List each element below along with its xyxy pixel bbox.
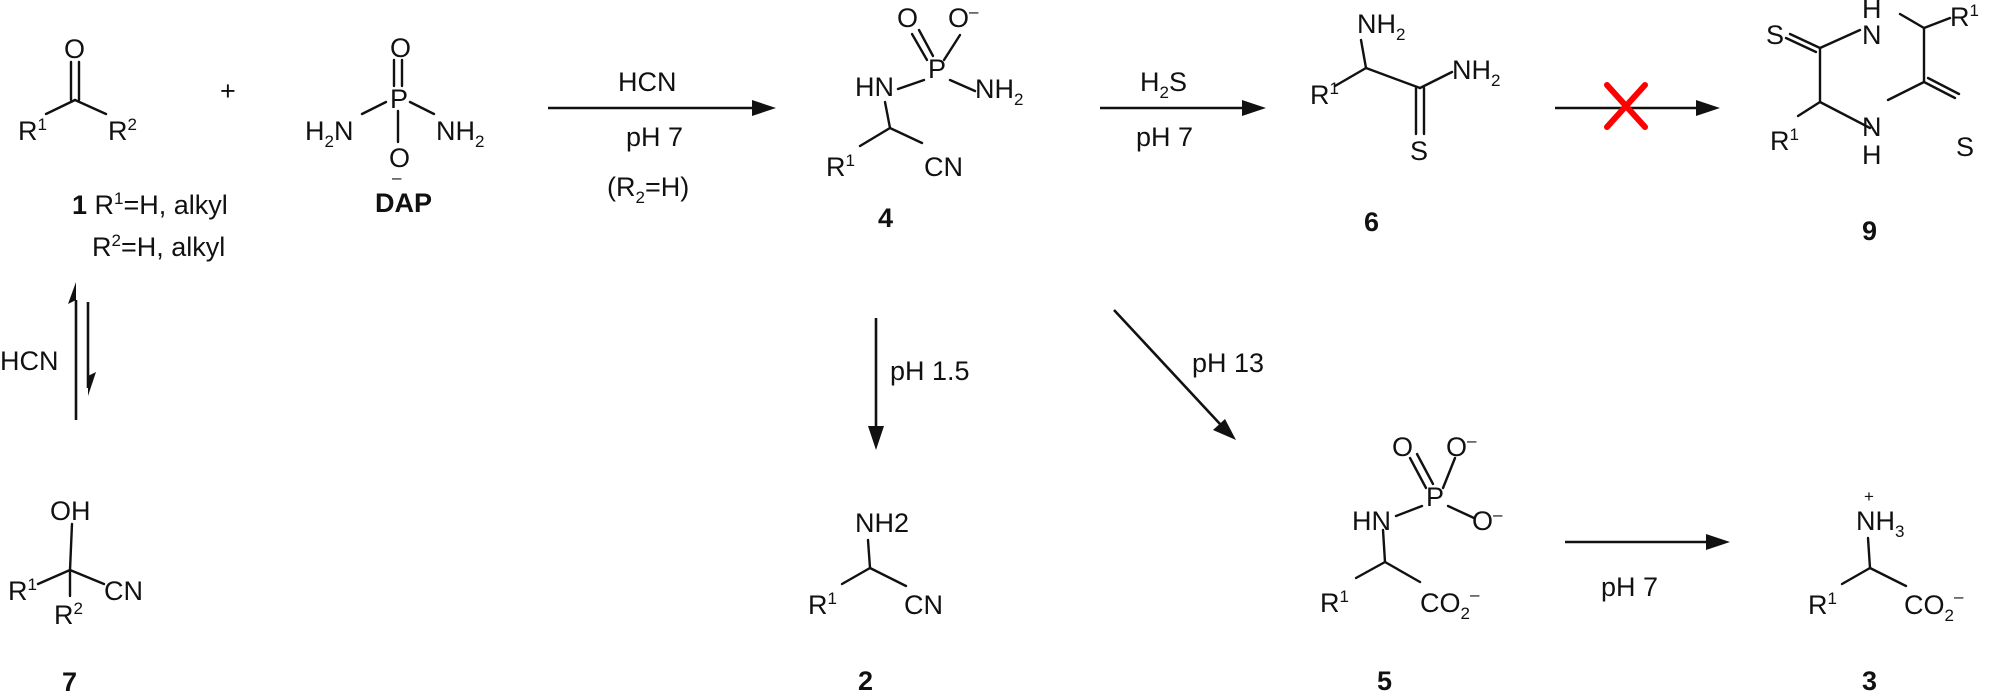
dap-charge: – bbox=[392, 168, 402, 187]
arrow-6-condition: pH 7 bbox=[1601, 572, 1658, 602]
c3-charge: + bbox=[1864, 487, 1874, 506]
c6-amine: NH2 bbox=[1357, 9, 1405, 44]
c9-n-top: N bbox=[1862, 20, 1882, 50]
c4-phosphorus: P bbox=[928, 54, 946, 84]
c5-carboxylate: CO2– bbox=[1420, 585, 1480, 623]
c3-carboxylate: CO2– bbox=[1904, 587, 1964, 625]
arrow-1-note: (R2=H) bbox=[607, 172, 689, 207]
compound-1: O R1 R2 1 R1=H, alkyl R2=H, alkyl bbox=[18, 34, 228, 262]
c4-nitrile: CN bbox=[924, 152, 963, 182]
c5-label: 5 bbox=[1377, 666, 1392, 694]
compound-5: O O– P O– HN R1 CO2– 5 bbox=[1320, 431, 1503, 694]
plus-sign: + bbox=[220, 76, 236, 106]
dap-h2n: H2N bbox=[305, 116, 353, 151]
compound-4: O O– P HN NH2 R1 CN 4 bbox=[826, 2, 1023, 233]
c7-hydroxyl: OH bbox=[50, 496, 91, 526]
c7-label: 7 bbox=[62, 667, 77, 694]
c3-r1: R1 bbox=[1808, 589, 1837, 620]
compound-dap: O P H2N NH2 O – DAP bbox=[305, 33, 484, 218]
compound-6: NH2 NH2 R1 S 6 bbox=[1310, 9, 1500, 237]
c1-description-line2: R2=H, alkyl bbox=[92, 231, 225, 262]
dap-label: DAP bbox=[375, 188, 432, 218]
c4-label: 4 bbox=[878, 203, 893, 233]
dap-oxygen-top: O bbox=[390, 33, 411, 63]
compound-7: OH R1 CN R2 7 bbox=[8, 496, 143, 694]
compound-2: NH2 R1 CN 2 bbox=[808, 508, 943, 694]
arrow-1-condition: pH 7 bbox=[626, 122, 683, 152]
c3-label: 3 bbox=[1862, 666, 1877, 694]
c9-sulfur-left: S bbox=[1766, 20, 1784, 50]
c2-label: 2 bbox=[858, 666, 873, 694]
c5-oxide-right: O– bbox=[1472, 505, 1503, 536]
c5-r1: R1 bbox=[1320, 587, 1349, 618]
arrow-6-to-3: pH 7 bbox=[1565, 534, 1730, 602]
c5-oxide-top: O– bbox=[1446, 431, 1477, 462]
compound-3: + NH3 R1 CO2– 3 bbox=[1808, 487, 1964, 694]
c3-ammonium: NH3 bbox=[1856, 506, 1904, 541]
c7-nitrile: CN bbox=[104, 576, 143, 606]
arrow-2-to-6: H2S pH 7 bbox=[1100, 67, 1266, 152]
c9-n-bottom: N bbox=[1862, 112, 1882, 142]
c9-sulfur-right: S bbox=[1956, 132, 1974, 162]
arrow-1-reagent: HCN bbox=[618, 67, 677, 97]
c4-r1: R1 bbox=[826, 151, 855, 182]
arrow-4-condition: pH 1.5 bbox=[890, 356, 970, 386]
c4-hn: HN bbox=[855, 72, 894, 102]
dap-oxygen-bottom: O bbox=[389, 143, 410, 173]
c9-h-top: H bbox=[1862, 0, 1882, 24]
dap-nh2: NH2 bbox=[436, 116, 484, 151]
c6-sulfur: S bbox=[1410, 136, 1428, 166]
c1-description-line1: 1 R1=H, alkyl bbox=[72, 189, 228, 220]
c1-oxygen: O bbox=[64, 34, 85, 64]
c6-r1: R1 bbox=[1310, 79, 1339, 110]
arrow-5-condition: pH 13 bbox=[1192, 348, 1264, 378]
dap-phosphorus: P bbox=[390, 84, 408, 114]
c7-r1: R1 bbox=[8, 575, 37, 606]
c2-r1: R1 bbox=[808, 589, 837, 620]
arrow-5-to-5: pH 13 bbox=[1113, 309, 1264, 440]
c2-nitrile: CN bbox=[904, 590, 943, 620]
arrow-1-to-4: HCN pH 7 (R2=H) bbox=[548, 67, 776, 207]
c6-thioamide-nh2: NH2 bbox=[1452, 55, 1500, 90]
arrow-2-reagent: H2S bbox=[1140, 67, 1187, 102]
arrow-2-condition: pH 7 bbox=[1136, 122, 1193, 152]
c5-phosphorus: P bbox=[1426, 482, 1444, 512]
equilibrium-1-7: HCN bbox=[0, 282, 96, 420]
c4-oxide: O– bbox=[948, 2, 979, 33]
arrow-3-blocked bbox=[1555, 82, 1720, 130]
c1-r2: R2 bbox=[108, 115, 137, 146]
c7-r2: R2 bbox=[54, 599, 83, 630]
c4-oxygen: O bbox=[897, 3, 918, 33]
c9-r1-top: R1 bbox=[1950, 1, 1979, 32]
c6-label: 6 bbox=[1364, 207, 1379, 237]
compound-9: S H N R1 R1 N H S 9 bbox=[1766, 0, 1979, 246]
c9-label: 9 bbox=[1862, 216, 1877, 246]
c1-r1: R1 bbox=[18, 115, 47, 146]
equilibrium-reagent: HCN bbox=[0, 346, 59, 376]
c5-oxygen: O bbox=[1392, 432, 1413, 462]
c9-h-bottom: H bbox=[1862, 140, 1882, 170]
c2-amine: NH2 bbox=[855, 508, 909, 538]
c9-r1-bottom: R1 bbox=[1770, 125, 1799, 156]
arrow-4-to-2: pH 1.5 bbox=[868, 318, 970, 450]
c5-hn: HN bbox=[1352, 506, 1391, 536]
c4-nh2: NH2 bbox=[975, 74, 1023, 109]
